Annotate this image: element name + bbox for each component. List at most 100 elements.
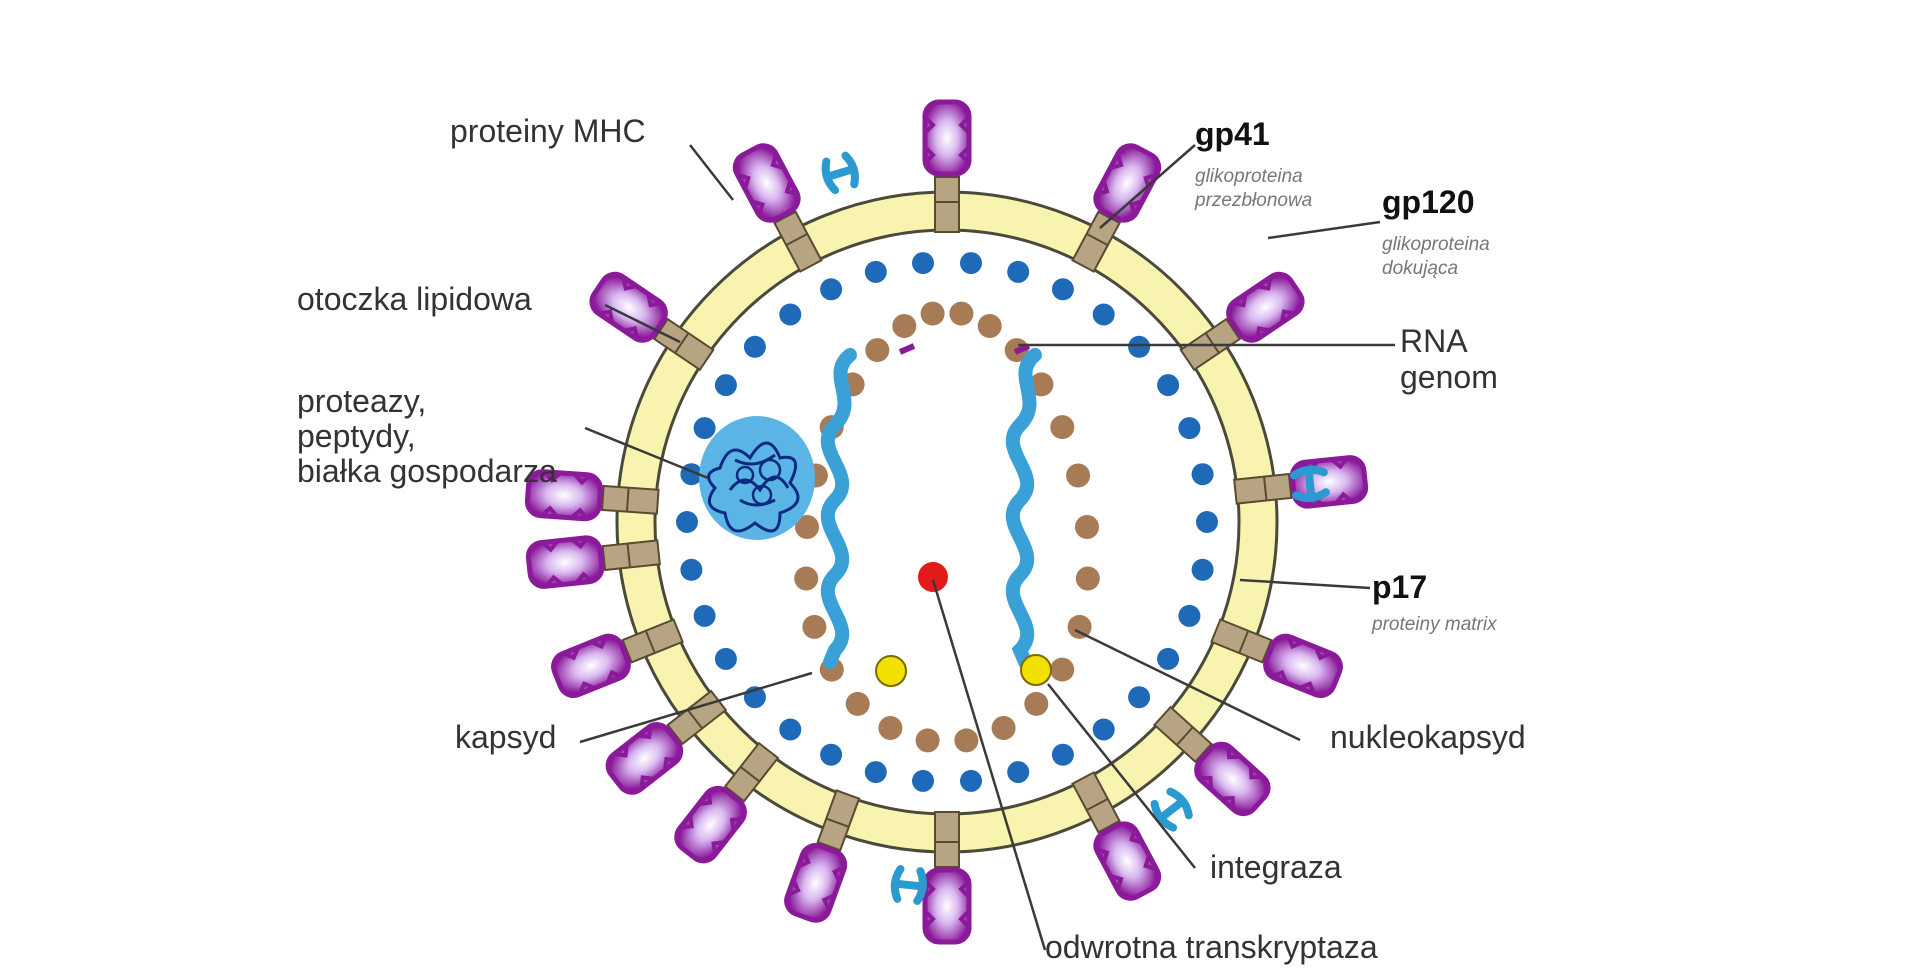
capsid-dot [865,338,890,363]
capsid-dot [1029,372,1054,397]
matrix-dot [864,761,887,784]
gp120-knob [1210,618,1343,699]
matrix-dot [779,303,802,326]
label-proteases-line-3: białka gospodarza [297,453,557,489]
gp120-knob [524,469,660,522]
matrix-dot [1128,335,1151,358]
capsid-dot [892,314,917,338]
reverse-transcriptase [918,562,948,592]
matrix-dot [1157,374,1180,397]
capsid-dot [949,301,974,326]
label-lipid-envelope: otoczka lipidowa [297,281,532,317]
matrix-dot [1157,647,1180,670]
gp120-knob [1071,143,1162,273]
label-rna-line-1: RNA [1400,323,1468,359]
mhc-protein [821,151,859,195]
host-proteins-blob [699,416,815,540]
capsid-dot [1024,691,1049,716]
matrix-dot [1092,303,1115,326]
matrix-dot [1191,463,1214,486]
matrix-dot [912,769,934,792]
capsid-dot [795,515,819,539]
matrix-dot [864,260,887,283]
matrix-dot [1128,686,1151,709]
gp120-knob [922,99,972,233]
matrix-dot [1178,604,1201,627]
rna-genome [820,343,1042,669]
gp120-knob [551,618,684,699]
capsid-dot [1075,566,1100,591]
integrase-right [1020,654,1052,686]
label-p17-sub: proteiny matrix [1371,614,1498,635]
matrix-dot [680,558,703,581]
capsid-dot [878,716,903,740]
capsid-dot [794,566,819,591]
label-mhc-proteins: proteiny MHC [450,113,646,149]
capsid-dot [920,301,945,326]
label-rna-line-2: genom [1400,359,1498,395]
matrix-dot [1051,743,1074,766]
matrix-dot [693,604,716,627]
label-p17: p17 [1372,569,1427,605]
matrix-dot [1191,558,1214,581]
matrix-dot [714,374,737,397]
matrix-dot [820,743,843,766]
capsid-dot [977,314,1002,338]
integrase-left [875,655,907,687]
label-gp120-sub-1: glikoproteina [1382,234,1490,255]
gp120-knob [1153,705,1271,817]
capsid-dot [954,728,979,753]
capsid-dot [1066,463,1091,488]
matrix-protein-dots [676,252,1218,792]
label-capsid: kapsyd [455,719,556,755]
capsid-dot [915,728,940,753]
matrix-dot [1092,718,1115,741]
label-gp41: gp41 [1195,116,1270,152]
label-gp120-sub-2: dokująca [1382,258,1458,279]
gp120-knob [922,811,972,945]
gp120-knob [605,689,728,795]
matrix-dot [960,769,982,792]
capsid-dot [845,691,870,716]
mhc-protein [1290,465,1330,502]
capsid-dot [1067,614,1092,639]
matrix-dot [1051,278,1074,301]
matrix-dot [714,647,737,670]
mhc-protein [1150,787,1193,832]
matrix-dot [693,417,716,440]
label-gp41-sub-1: glikoproteina [1195,166,1303,187]
matrix-dot [960,252,982,275]
capsid-dot [1075,515,1099,539]
gp120-knob [525,535,661,589]
matrix-dot [676,511,698,533]
mhc-proteins [821,151,1330,905]
matrix-dot [820,278,843,301]
capsid-dot [1050,415,1075,440]
capsid-dot [1050,657,1075,682]
matrix-dot [779,718,802,741]
label-gp41-sub-2: przezbłonowa [1194,190,1312,211]
label-nucleocapsid: nukleokapsyd [1330,719,1526,755]
matrix-dot [1007,260,1030,283]
leader-lines [579,144,1395,951]
label-reverse-transcriptase: odwrotna transkryptaza [1045,929,1378,965]
gp120-knob [589,271,715,372]
matrix-dot [1196,511,1218,533]
label-integrase: integraza [1210,849,1342,885]
capsid-dot [802,614,827,639]
gp120-knob [1071,771,1162,901]
capsid-dots [794,301,1100,753]
label-proteases-line-2: peptydy, [297,418,416,454]
gp120-knob [674,741,780,864]
mhc-protein [890,865,927,905]
matrix-dot [1178,417,1201,440]
gp120-knob [784,789,861,923]
matrix-dot [743,335,766,358]
capsid-dot [991,716,1016,740]
lipid-envelope [615,190,1279,854]
label-proteases-line-1: proteazy, [297,383,426,419]
gp120-knob [732,143,823,273]
matrix-dot [1007,761,1030,784]
label-gp120: gp120 [1382,184,1474,220]
